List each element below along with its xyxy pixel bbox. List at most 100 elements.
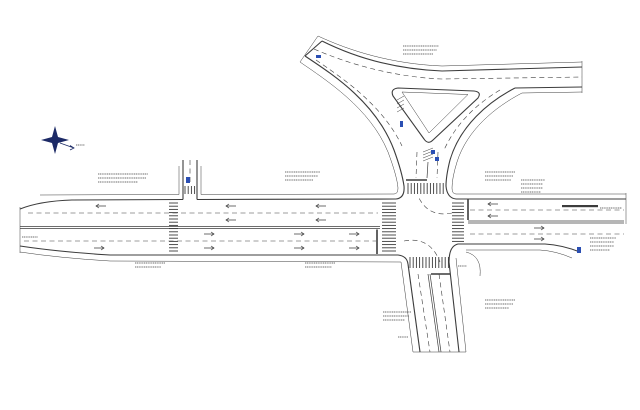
sidewalk-edge-south [19, 251, 402, 263]
intersection-guides [403, 195, 453, 263]
lane-arrow [534, 236, 545, 242]
annotations [22, 45, 622, 338]
compass-pointer [59, 142, 75, 151]
blue-marker [316, 55, 321, 58]
south-road [400, 257, 467, 353]
blue-marker [577, 247, 581, 253]
road-end-line [299, 35, 319, 63]
triangle-island [391, 87, 480, 143]
blue-marker [186, 177, 190, 183]
center-line [429, 273, 442, 353]
island-outline [391, 87, 480, 143]
lane-line [415, 151, 418, 179]
center-line [426, 161, 429, 179]
road-edge-north [19, 198, 184, 210]
road-edge-south [19, 245, 409, 265]
road-edge-outer [304, 55, 405, 200]
hatch-line [422, 156, 434, 162]
sidewalk-edge-south [521, 91, 583, 94]
lane-arrow [534, 225, 545, 231]
road-edge-south [448, 243, 581, 263]
hatch-line [396, 103, 405, 109]
annotation-text-block [403, 45, 439, 55]
annotation-text-block [98, 173, 148, 183]
crosswalk [452, 202, 464, 242]
driveway-curve [465, 251, 481, 277]
lane-arrow [294, 231, 305, 237]
turn-guide-line [403, 239, 441, 263]
hatch-line [396, 95, 405, 101]
lane-arrow [204, 231, 215, 237]
annotation-text-block [135, 262, 165, 268]
road-edge-north [321, 40, 583, 72]
lane-line [315, 59, 403, 147]
hatch-line [422, 153, 434, 159]
annotation-text-block [285, 171, 320, 181]
sidewalk-edge-outer [451, 92, 523, 195]
blue-marker [435, 157, 439, 161]
lane-arrow [349, 245, 360, 251]
lane-arrow [204, 245, 215, 251]
top-road [299, 35, 583, 94]
crosswalk [169, 202, 178, 252]
sidewalk-edge-north [200, 193, 395, 195]
lane-arrow [315, 217, 326, 223]
main-road-east [448, 193, 627, 277]
structure-bar [562, 205, 598, 208]
left-diagonal-road [299, 55, 405, 200]
turn-guide-line [417, 195, 453, 215]
center-line [427, 273, 440, 353]
crosswalk [409, 257, 449, 268]
sidewalk-edge-north [39, 194, 180, 196]
road-edge-south [514, 86, 583, 89]
lane-arrow [315, 203, 326, 209]
annotation-text-block [485, 171, 515, 181]
crosswalk [407, 183, 444, 194]
lane-arrow [349, 231, 360, 237]
lane-arrow [294, 245, 305, 251]
sidewalk-edge-south [466, 249, 573, 259]
blue-markers [186, 55, 581, 253]
north-arrow-icon [41, 126, 69, 154]
lane-line [417, 273, 431, 353]
sidewalk-edge-west [400, 261, 414, 353]
lane-arrow [487, 201, 498, 207]
annotation-text-block [485, 299, 515, 309]
island-inner-outline [401, 91, 469, 134]
main-road-west [19, 193, 409, 265]
lane-line [436, 151, 439, 179]
zebra-hatching [396, 95, 434, 162]
blue-marker [400, 121, 403, 127]
crosswalk [184, 186, 196, 194]
lane-arrows [94, 201, 545, 251]
road-edge-west [407, 263, 421, 353]
sidewalk-edge-outer [299, 61, 399, 195]
sidewalk-edge-north [317, 35, 583, 67]
lane-arrow [95, 203, 106, 209]
lane-line [443, 89, 501, 151]
road-edge-north [196, 198, 397, 201]
lane-arrow [487, 213, 498, 219]
annotation-text-block [521, 179, 545, 193]
north-approach [406, 151, 439, 181]
annotation-text-block [383, 311, 411, 321]
lane-arrow [225, 217, 236, 223]
road-edge-outer [445, 87, 516, 200]
lane-line [438, 273, 451, 353]
sidewalk-edge-east [455, 257, 467, 353]
hatch-line [396, 99, 405, 105]
lane-arrow [94, 245, 105, 251]
compass [41, 126, 75, 154]
crosswalks [169, 183, 464, 268]
annotation-text-block [590, 237, 616, 251]
blue-marker [431, 150, 435, 154]
annotation-text-block [305, 262, 335, 268]
road-end-line [304, 40, 323, 57]
hatch-line [396, 107, 405, 113]
hatch-line [422, 147, 434, 153]
crosswalk [382, 202, 396, 252]
right-diagonal-road [443, 87, 523, 200]
road-edge-east [448, 261, 460, 353]
